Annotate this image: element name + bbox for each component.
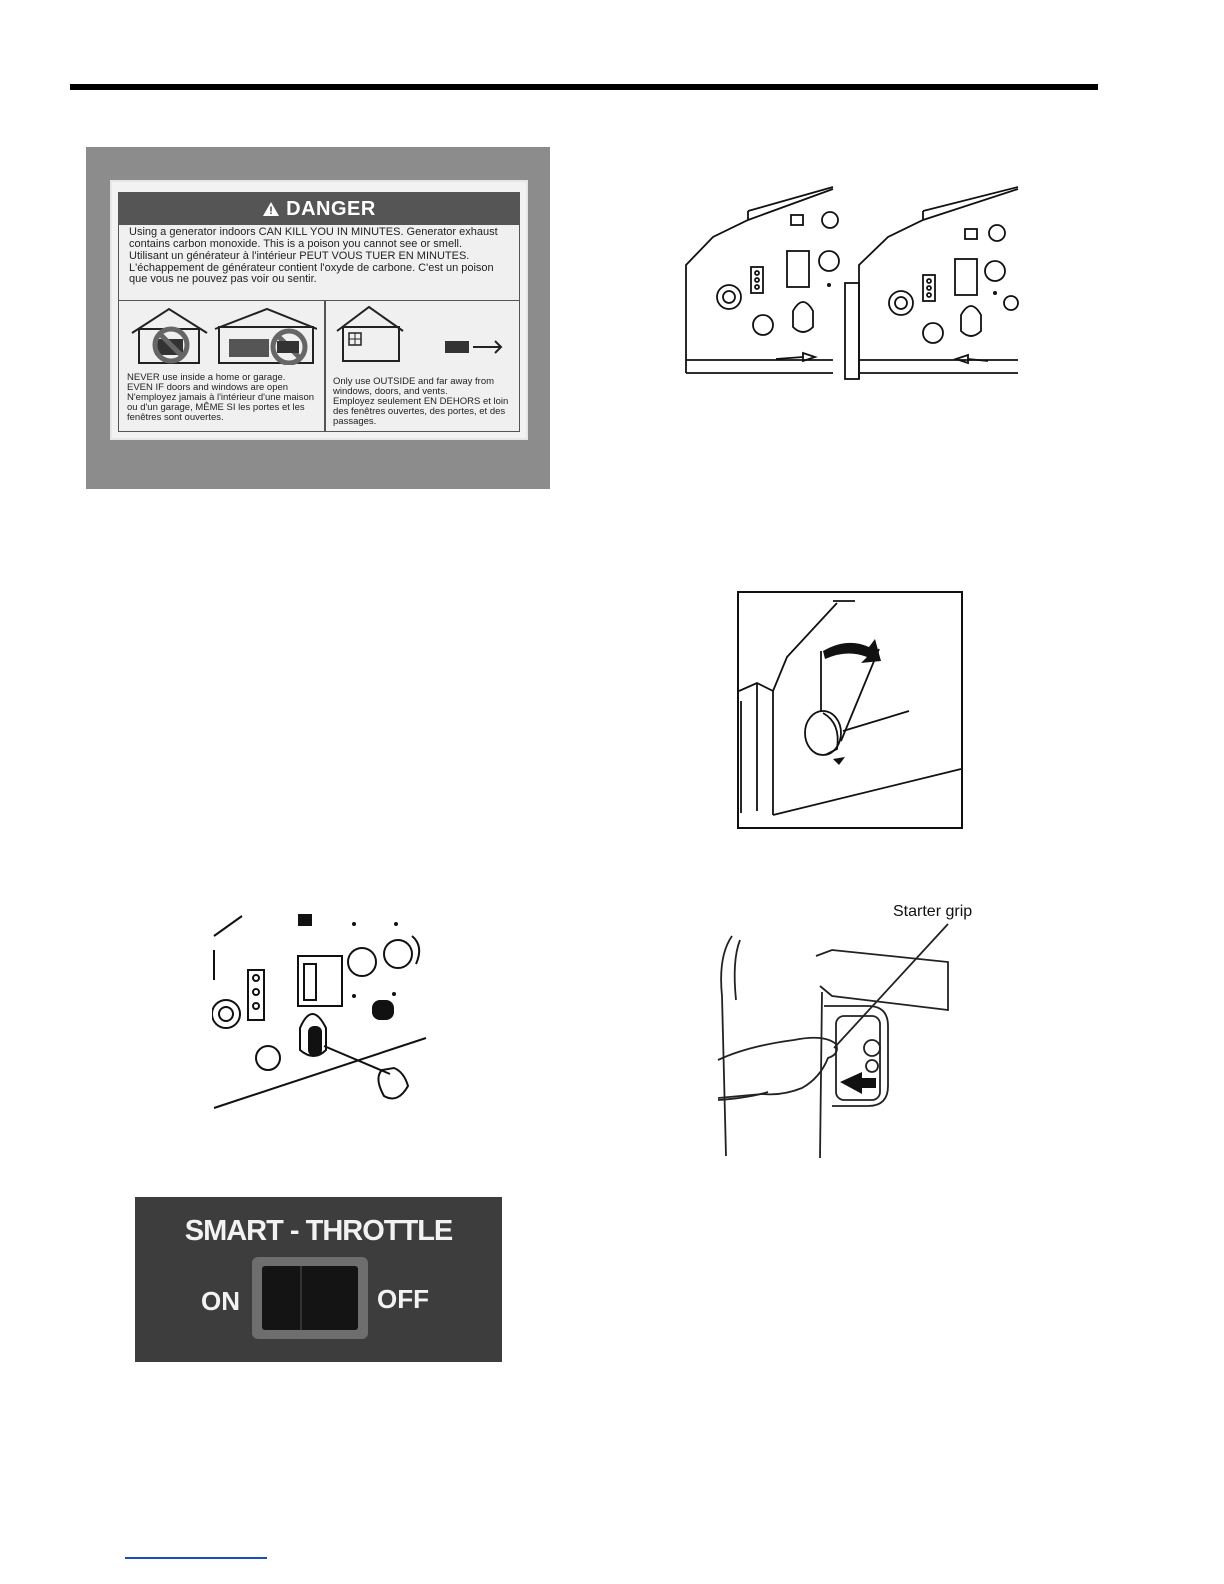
right-panel-en: Only use OUTSIDE and far away from windo… bbox=[333, 376, 495, 397]
knob-turn-figure bbox=[737, 591, 963, 829]
choke-lever-figure bbox=[212, 914, 427, 1109]
danger-warning-fr: Utilisant un générateur à l'intérieur PE… bbox=[129, 250, 494, 285]
right-panel-text: Only use OUTSIDE and far away from windo… bbox=[333, 377, 517, 427]
left-panel-en-2: EVEN IF doors and windows are open bbox=[127, 382, 289, 393]
danger-header: DANGER bbox=[119, 193, 519, 225]
left-panel-fr: N'employez jamais à l'intérieur d'une ma… bbox=[127, 392, 315, 423]
smart-throttle-off-label: OFF bbox=[377, 1284, 429, 1314]
rocker-divider bbox=[300, 1266, 302, 1330]
top-rule bbox=[70, 84, 1098, 90]
smart-throttle-switch-bezel bbox=[252, 1257, 368, 1339]
indoor-prohibited-icon bbox=[131, 307, 317, 365]
danger-warning-en: Using a generator indoors CAN KILL YOU I… bbox=[129, 226, 498, 250]
danger-label-frame: DANGER Using a generator indoors CAN KIL… bbox=[118, 192, 520, 432]
warning-triangle-icon bbox=[263, 202, 280, 216]
smart-throttle-title: SMART - THROTTLE bbox=[184, 1215, 454, 1247]
left-panel-text: NEVER use inside a home or garage. EVEN … bbox=[127, 373, 323, 423]
danger-warning-text: Using a generator indoors CAN KILL YOU I… bbox=[129, 226, 513, 286]
danger-header-text: DANGER bbox=[286, 197, 376, 220]
danger-label-photo: DANGER Using a generator indoors CAN KIL… bbox=[86, 147, 550, 489]
control-panel-slide-figure bbox=[685, 186, 1019, 380]
danger-panels: NEVER use inside a home or garage. EVEN … bbox=[119, 300, 519, 432]
footer-link-underline[interactable] bbox=[125, 1557, 267, 1559]
danger-label: DANGER Using a generator indoors CAN KIL… bbox=[110, 180, 528, 440]
outdoor-use-icon bbox=[336, 305, 503, 362]
starter-grip-label: Starter grip bbox=[893, 903, 973, 920]
right-panel-fr: Employez seulement EN DEHORS et loin des… bbox=[333, 396, 509, 427]
smart-throttle-rocker-switch[interactable] bbox=[262, 1266, 358, 1330]
starter-grip-figure bbox=[717, 923, 949, 1159]
panel-divider bbox=[324, 301, 326, 432]
left-panel-en-1: NEVER use inside a home or garage. bbox=[127, 372, 286, 383]
smart-throttle-on-label: ON bbox=[201, 1286, 240, 1316]
smart-throttle-photo: SMART - THROTTLE ON OFF bbox=[135, 1197, 502, 1362]
